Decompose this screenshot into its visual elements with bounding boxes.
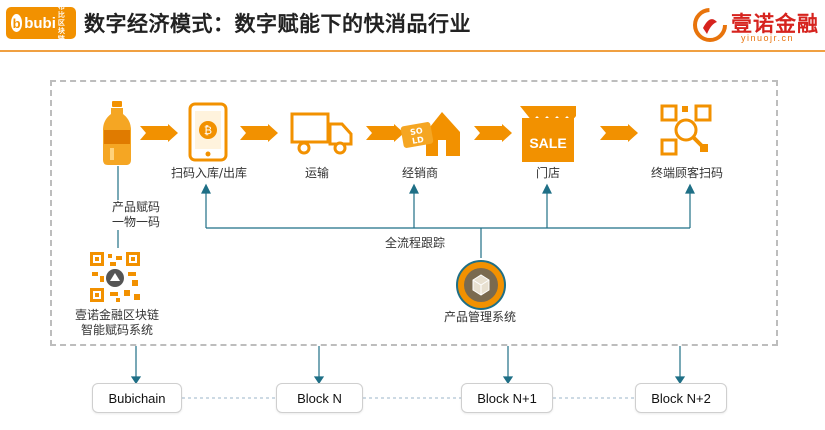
header-divider — [0, 50, 825, 52]
flow-arrow-4 — [474, 124, 512, 142]
page-title: 数字经济模式：数字赋能下的快消品行业 — [84, 12, 471, 36]
yinuo-logo-mark — [693, 8, 727, 42]
management-system-icon — [456, 260, 506, 310]
management-system-label: 产品管理系统 — [443, 310, 516, 324]
phone-coin-icon: ₿ — [188, 102, 228, 162]
tracking-to-store-arrow — [542, 183, 552, 194]
block-n: Block N — [276, 383, 363, 413]
svg-text:SALE: SALE — [529, 135, 566, 151]
svg-text:SO: SO — [409, 126, 423, 137]
sale-store-icon: SALE — [520, 106, 576, 162]
label-transport: 运输 — [304, 166, 329, 180]
label-scan-warehouse: 扫码入库/出库 — [170, 166, 248, 180]
tracking-to-consumer-arrow — [685, 183, 695, 194]
bubi-logo-cn-top: 布比 — [57, 3, 65, 19]
bubi-logo-cn: 布比 区块链 — [58, 3, 71, 43]
to-block-n1-arrow — [502, 376, 514, 385]
bubi-logo-text: bubi — [24, 14, 56, 32]
label-dealer: 经销商 — [401, 166, 438, 180]
qr-code-icon — [88, 250, 142, 304]
tracking-to-dealer-arrow — [409, 183, 419, 194]
label-store: 门店 — [535, 166, 560, 180]
block-n1: Block N+1 — [461, 383, 553, 413]
label-consumer-scan: 终端顾客扫码 — [650, 166, 723, 180]
tracking-label: 全流程跟踪 — [384, 236, 445, 250]
qr-system-label: 壹诺金融区块链 智能赋码系统 — [62, 308, 172, 338]
yinuo-logo-url: yinuojr.cn — [741, 33, 795, 43]
qr-magnifier-icon — [660, 104, 712, 156]
to-bubichain-arrow — [130, 376, 142, 385]
bubi-logo: b bubi 布比 区块链 — [6, 3, 76, 43]
code-assign-label: 产品赋码 一物一码 — [106, 200, 166, 230]
sold-house-icon: SO LD — [400, 112, 460, 156]
truck-icon — [290, 112, 353, 155]
to-block-n-arrow — [313, 376, 325, 385]
qr-system-line2: 智能赋码系统 — [80, 323, 153, 337]
bubi-logo-cn-bottom: 区块链 — [57, 19, 65, 43]
block-bubichain: Bubichain — [92, 383, 182, 413]
yinuo-logo-name: 壹诺金融 — [731, 12, 819, 36]
svg-text:₿: ₿ — [204, 124, 212, 137]
block-n2: Block N+2 — [635, 383, 727, 413]
code-assign-line2: 一物一码 — [111, 215, 160, 229]
flow-arrow-5 — [600, 124, 638, 142]
yinuo-logo: 壹诺金融 yinuojr.cn — [693, 6, 819, 46]
tracking-to-scan-arrow — [201, 183, 211, 194]
bottle-icon — [103, 101, 131, 165]
to-block-n2-arrow — [674, 376, 686, 385]
svg-text:LD: LD — [411, 135, 424, 146]
flow-arrow-2 — [240, 124, 278, 142]
process-container — [50, 80, 778, 346]
flow-arrow-1 — [140, 124, 178, 142]
code-assign-line1: 产品赋码 — [111, 200, 160, 214]
flow-arrow-3 — [366, 124, 404, 142]
bubi-logo-mark: b — [11, 14, 23, 32]
qr-system-line1: 壹诺金融区块链 — [74, 308, 159, 322]
